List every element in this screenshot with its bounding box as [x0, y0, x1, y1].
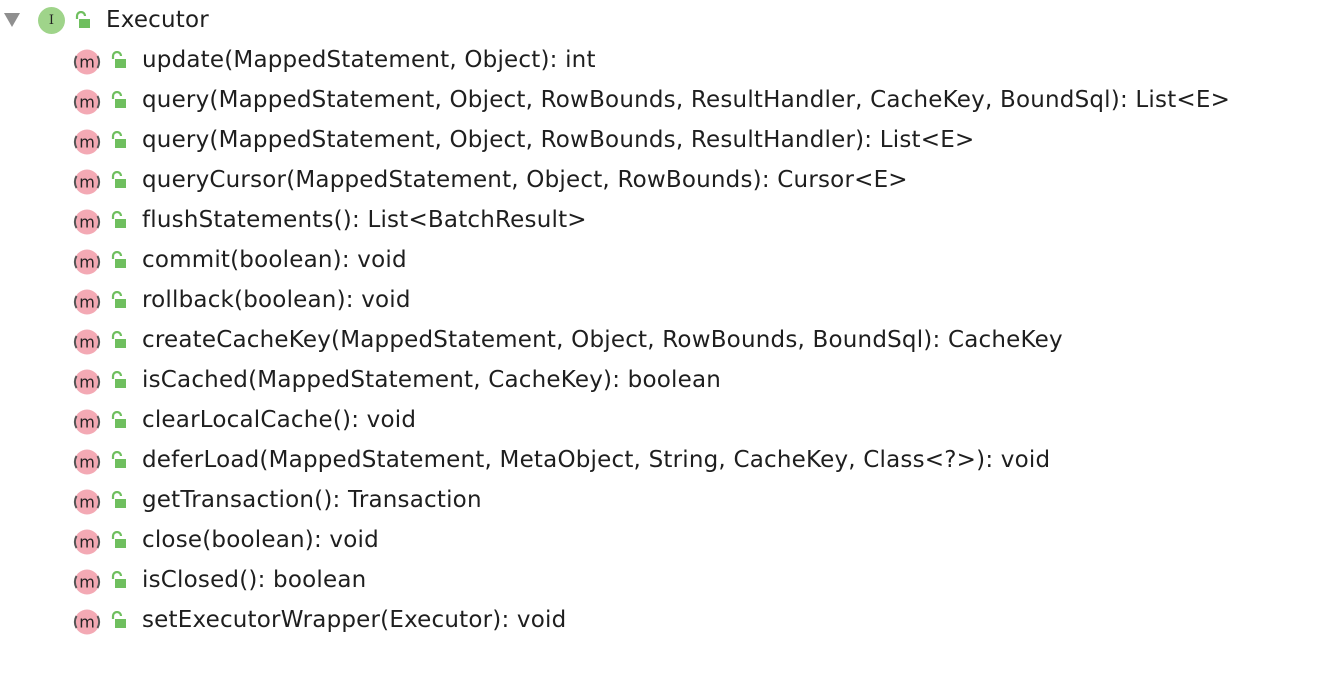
tree-node-method[interactable]: m deferLoad(MappedStatement, MetaObject,…: [0, 440, 1320, 480]
method-label: setExecutorWrapper(Executor): void: [142, 607, 567, 633]
public-lock-icon: [109, 91, 127, 109]
tree-node-method[interactable]: m rollback(boolean): void: [0, 280, 1320, 320]
method-icon: m: [73, 408, 101, 436]
method-label: getTransaction(): Transaction: [142, 487, 482, 513]
public-lock-icon: [109, 451, 127, 469]
svg-text:m: m: [79, 613, 95, 632]
svg-text:m: m: [79, 293, 95, 312]
tree-node-method[interactable]: m isCached(MappedStatement, CacheKey): b…: [0, 360, 1320, 400]
method-label: isCached(MappedStatement, CacheKey): boo…: [142, 367, 722, 393]
tree-node-label: Executor: [106, 7, 209, 33]
method-label: createCacheKey(MappedStatement, Object, …: [142, 327, 1063, 353]
public-lock-icon: [109, 531, 127, 549]
tree-node-method[interactable]: m createCacheKey(MappedStatement, Object…: [0, 320, 1320, 360]
svg-text:m: m: [79, 213, 95, 232]
method-icon: m: [73, 448, 101, 476]
method-label: close(boolean): void: [142, 527, 379, 553]
svg-text:m: m: [79, 493, 95, 512]
tree-node-method[interactable]: m getTransaction(): Transaction: [0, 480, 1320, 520]
method-label: deferLoad(MappedStatement, MetaObject, S…: [142, 447, 1051, 473]
public-lock-icon: [109, 291, 127, 309]
public-lock-icon: [109, 251, 127, 269]
public-lock-icon: [109, 331, 127, 349]
method-label: commit(boolean): void: [142, 247, 407, 273]
svg-text:m: m: [79, 413, 95, 432]
public-lock-icon: [73, 11, 91, 29]
method-label: clearLocalCache(): void: [142, 407, 417, 433]
svg-text:m: m: [79, 93, 95, 112]
method-icon: m: [73, 208, 101, 236]
tree-node-method[interactable]: m query(MappedStatement, Object, RowBoun…: [0, 80, 1320, 120]
method-icon: m: [73, 568, 101, 596]
method-label: rollback(boolean): void: [142, 287, 411, 313]
tree-node-method[interactable]: m queryCursor(MappedStatement, Object, R…: [0, 160, 1320, 200]
method-icon: m: [73, 128, 101, 156]
method-label: query(MappedStatement, Object, RowBounds…: [142, 127, 975, 153]
tree-node-method[interactable]: m isClosed(): boolean: [0, 560, 1320, 600]
method-icon: m: [73, 488, 101, 516]
method-icon: m: [73, 48, 101, 76]
svg-text:m: m: [79, 253, 95, 272]
method-label: flushStatements(): List<BatchResult>: [142, 207, 587, 233]
tree-node-method[interactable]: m clearLocalCache(): void: [0, 400, 1320, 440]
tree-node-executor[interactable]: I Executor: [0, 0, 260, 40]
method-icon: m: [73, 288, 101, 316]
tree-node-method[interactable]: m setExecutorWrapper(Executor): void: [0, 600, 1320, 640]
method-icon: m: [73, 328, 101, 356]
svg-text:m: m: [79, 573, 95, 592]
method-label: update(MappedStatement, Object): int: [142, 47, 596, 73]
public-lock-icon: [109, 371, 127, 389]
svg-text:m: m: [79, 133, 95, 152]
public-lock-icon: [109, 51, 127, 69]
svg-text:m: m: [79, 453, 95, 472]
svg-text:m: m: [79, 333, 95, 352]
public-lock-icon: [109, 131, 127, 149]
public-lock-icon: [109, 211, 127, 229]
expand-toggle-icon[interactable]: [4, 13, 20, 27]
tree-node-method[interactable]: m query(MappedStatement, Object, RowBoun…: [0, 120, 1320, 160]
method-label: isClosed(): boolean: [142, 567, 367, 593]
public-lock-icon: [109, 491, 127, 509]
svg-text:m: m: [79, 173, 95, 192]
svg-text:m: m: [79, 373, 95, 392]
public-lock-icon: [109, 571, 127, 589]
tree-node-method[interactable]: m commit(boolean): void: [0, 240, 1320, 280]
svg-text:m: m: [79, 533, 95, 552]
method-icon: m: [73, 248, 101, 276]
tree-node-method[interactable]: m update(MappedStatement, Object): int: [0, 40, 1320, 80]
interface-icon: I: [38, 7, 65, 34]
method-icon: m: [73, 528, 101, 556]
tree-node-method[interactable]: m close(boolean): void: [0, 520, 1320, 560]
public-lock-icon: [109, 611, 127, 629]
method-icon: m: [73, 168, 101, 196]
method-icon: m: [73, 608, 101, 636]
method-icon: m: [73, 88, 101, 116]
method-label: query(MappedStatement, Object, RowBounds…: [142, 87, 1231, 113]
svg-text:m: m: [79, 53, 95, 72]
method-icon: m: [73, 368, 101, 396]
method-label: queryCursor(MappedStatement, Object, Row…: [142, 167, 908, 193]
tree-node-method[interactable]: m flushStatements(): List<BatchResult>: [0, 200, 1320, 240]
public-lock-icon: [109, 171, 127, 189]
public-lock-icon: [109, 411, 127, 429]
